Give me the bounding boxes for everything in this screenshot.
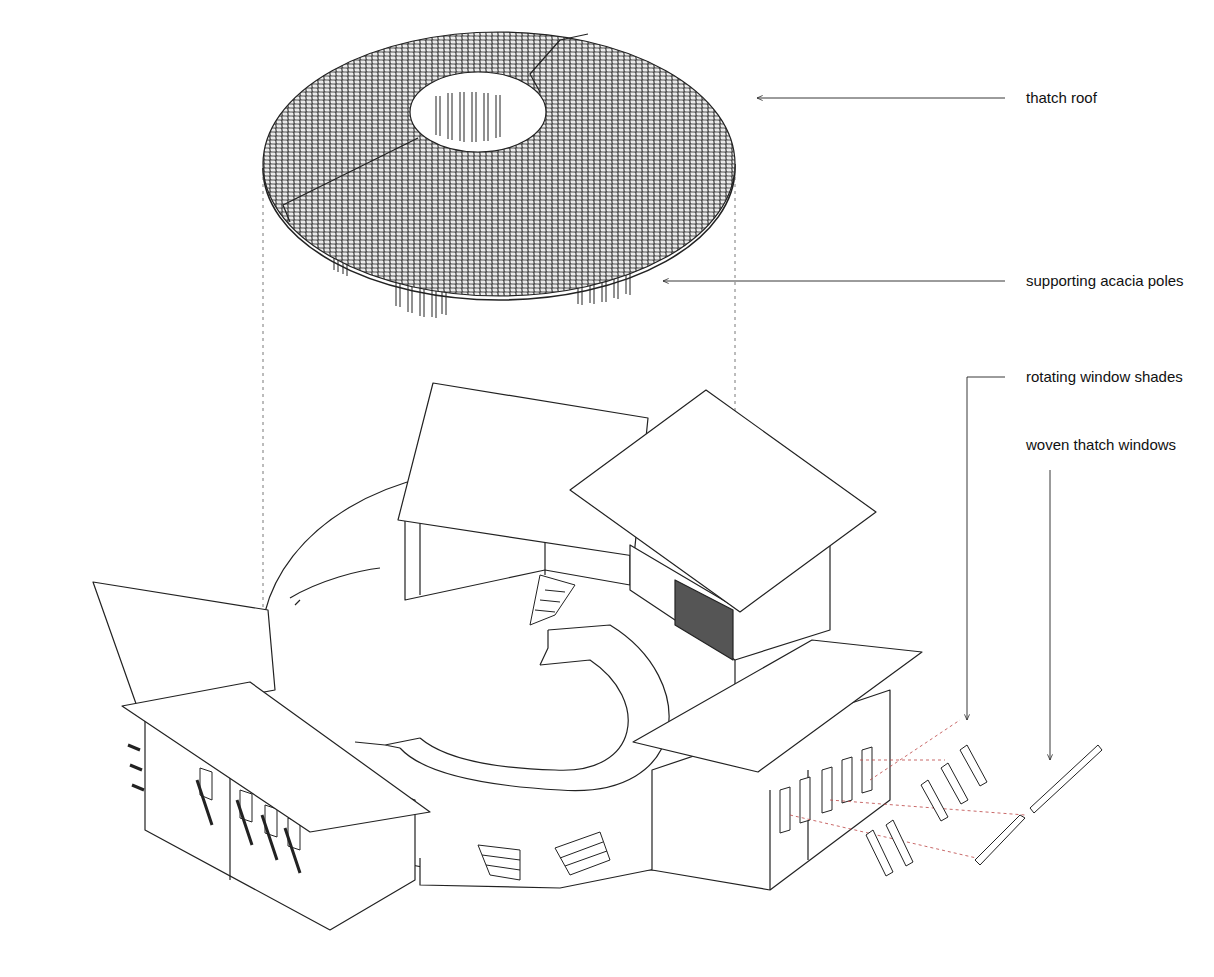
stairs xyxy=(530,575,575,625)
part-label: thatch roof xyxy=(1024,89,1099,107)
exploded-shades xyxy=(790,720,1102,876)
part-label: rotating window shades xyxy=(1024,368,1185,386)
back-right-wing xyxy=(570,390,876,660)
thatch-roof xyxy=(263,32,735,300)
part-label: supporting acacia poles xyxy=(1024,272,1186,290)
stairs xyxy=(478,832,610,880)
leader-line xyxy=(663,98,1050,760)
right-wing xyxy=(633,640,922,890)
left-wing xyxy=(93,582,430,930)
part-label: woven thatch windows xyxy=(1024,436,1178,454)
